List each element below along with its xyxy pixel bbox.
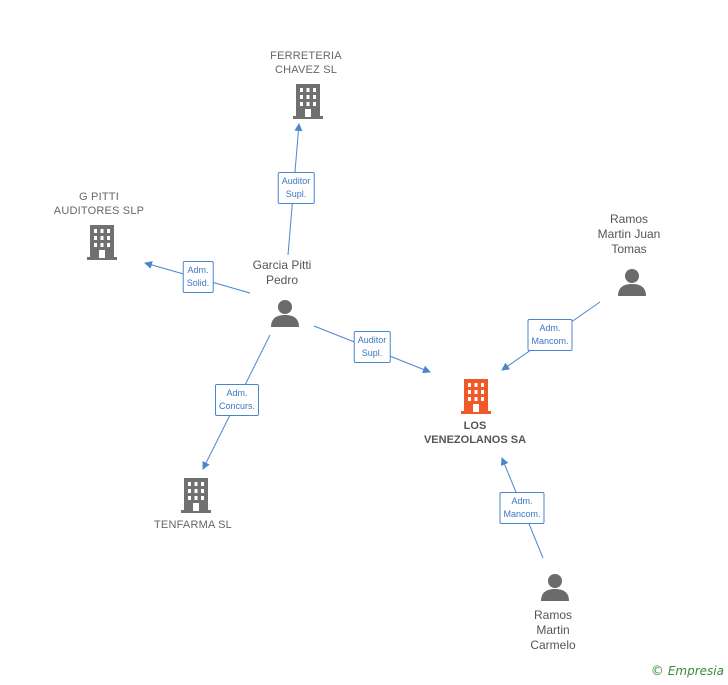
company-name-line: FERRETERIA xyxy=(270,50,342,62)
building-icon[interactable] xyxy=(181,478,211,513)
edge-label-line: Supl. xyxy=(361,348,383,358)
copyright-icon: © xyxy=(650,664,664,679)
person-name-line: Pedro xyxy=(265,273,299,287)
company-name-line: VENEZOLANOS SA xyxy=(423,434,527,446)
edge-label-line: Supl. xyxy=(285,189,307,199)
person-name-line: Tomas xyxy=(611,242,647,256)
edge-label-adm-mancom[interactable]: Adm. Mancom. xyxy=(527,319,573,351)
person-icon[interactable] xyxy=(617,267,647,297)
person-icon[interactable] xyxy=(540,572,570,602)
footer-brand[interactable]: © Empresia xyxy=(651,664,724,679)
edge-label-line: Solid. xyxy=(186,278,210,288)
edge-label-line: Adm. xyxy=(187,265,209,275)
person-name-line: Garcia Pitti xyxy=(252,258,312,272)
person-label-ramos-carmelo[interactable]: Ramos Martin Carmelo xyxy=(530,608,575,653)
person-name-line: Ramos xyxy=(533,608,573,622)
edge-label-line: Mancom. xyxy=(503,509,541,519)
edge-label-auditor-supl-2[interactable]: Auditor Supl. xyxy=(353,331,391,363)
edge-label-line: Auditor xyxy=(357,335,387,345)
person-name-line: Carmelo xyxy=(530,638,576,652)
person-name-line: Martin xyxy=(536,623,570,637)
person-name-line: Martin Juan xyxy=(597,227,661,241)
company-name-line: CHAVEZ SL xyxy=(274,64,338,76)
person-name-line: Ramos xyxy=(609,212,649,226)
company-label-venezolanos[interactable]: LOS VENEZOLANOS SA xyxy=(424,419,526,447)
person-icon[interactable] xyxy=(270,298,300,328)
edge-label-line: Auditor xyxy=(281,176,311,186)
edge-label-adm-concurs[interactable]: Adm. Concurs. xyxy=(214,384,260,416)
company-label-ferreteria[interactable]: FERRETERIA CHAVEZ SL xyxy=(270,49,342,77)
edge-label-auditor-supl[interactable]: Auditor Supl. xyxy=(277,172,315,204)
building-icon[interactable] xyxy=(293,84,323,119)
person-label-garcia[interactable]: Garcia Pitti Pedro xyxy=(253,258,312,288)
edge-label-line: Concurs. xyxy=(218,401,256,411)
company-label-gpitti[interactable]: G PITTI AUDITORES SLP xyxy=(54,190,144,218)
company-label-tenfarma[interactable]: TENFARMA SL xyxy=(154,518,232,532)
company-name-line: TENFARMA SL xyxy=(154,519,232,531)
edge-label-adm-solid[interactable]: Adm. Solid. xyxy=(182,261,214,293)
edge-label-line: Adm. xyxy=(539,323,561,333)
building-icon[interactable] xyxy=(87,225,117,260)
company-name-line: G PITTI xyxy=(79,191,119,203)
brand-name: Empresia xyxy=(667,664,724,678)
edge-label-line: Adm. xyxy=(511,496,533,506)
building-icon-main[interactable] xyxy=(461,379,491,414)
edge-label-line: Mancom. xyxy=(531,336,569,346)
company-name-line: AUDITORES SLP xyxy=(53,205,145,217)
person-label-ramos-juan[interactable]: Ramos Martin Juan Tomas xyxy=(598,212,661,257)
edge-label-line: Adm. xyxy=(226,388,248,398)
company-name-line: LOS xyxy=(463,420,487,432)
edge-label-adm-mancom-2[interactable]: Adm. Mancom. xyxy=(499,492,545,524)
